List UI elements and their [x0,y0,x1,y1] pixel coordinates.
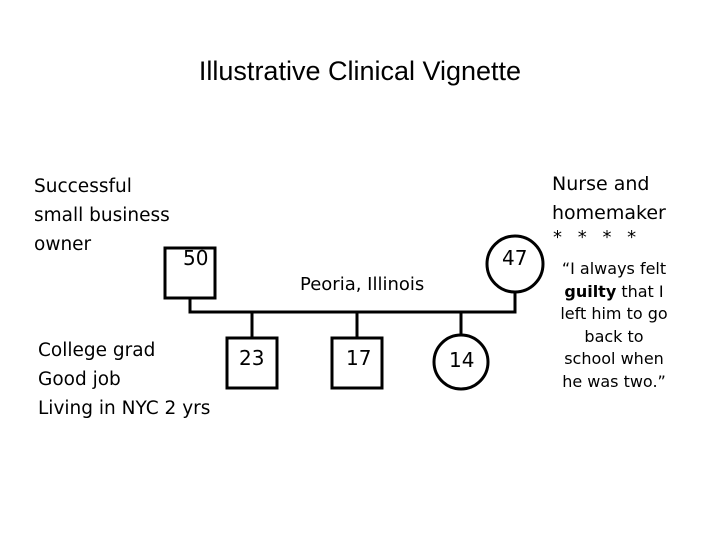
quote-bold-word: guilty [564,281,617,301]
diagram-title: Illustrative Clinical Vignette [198,56,522,86]
child-1-square [225,336,279,390]
mother-description: Nurse and homemaker [552,170,666,228]
child-3-age: 14 [449,348,475,372]
child-2-age: 17 [346,346,372,370]
father-square [163,246,217,300]
mother-age: 47 [502,246,528,270]
mother-line: homemaker [552,202,666,224]
quote-line-2-rest: that I [616,281,664,301]
mother-separator: * * * * [553,227,638,248]
quote-line-2: guilty that I [548,281,680,304]
quote-line: left him to go [560,304,668,323]
quote-line: back to [584,326,644,346]
father-age: 50 [183,246,209,270]
child-3-circle [432,333,490,391]
child-1-line: Good job [38,369,121,390]
father-line: owner [34,234,92,255]
quote-line: school when [564,349,664,368]
quote-line: he was two.” [562,371,666,391]
location-label: Peoria, Illinois [300,274,425,295]
father-line: Successful [34,176,132,197]
child-2-square [330,336,384,390]
child-1-age: 23 [239,346,265,370]
child-1-line: College grad [38,340,156,361]
quote-line-1: “I always felt [561,259,667,278]
father-description: Successful small business owner [34,172,170,259]
mother-quote: “I always felt guilty that I left him to… [548,258,680,393]
mother-line: Nurse and [552,173,650,195]
child-1-line: Living in NYC 2 yrs [38,398,211,419]
father-line: small business [34,205,170,226]
child-1-description: College grad Good job Living in NYC 2 yr… [38,336,210,423]
